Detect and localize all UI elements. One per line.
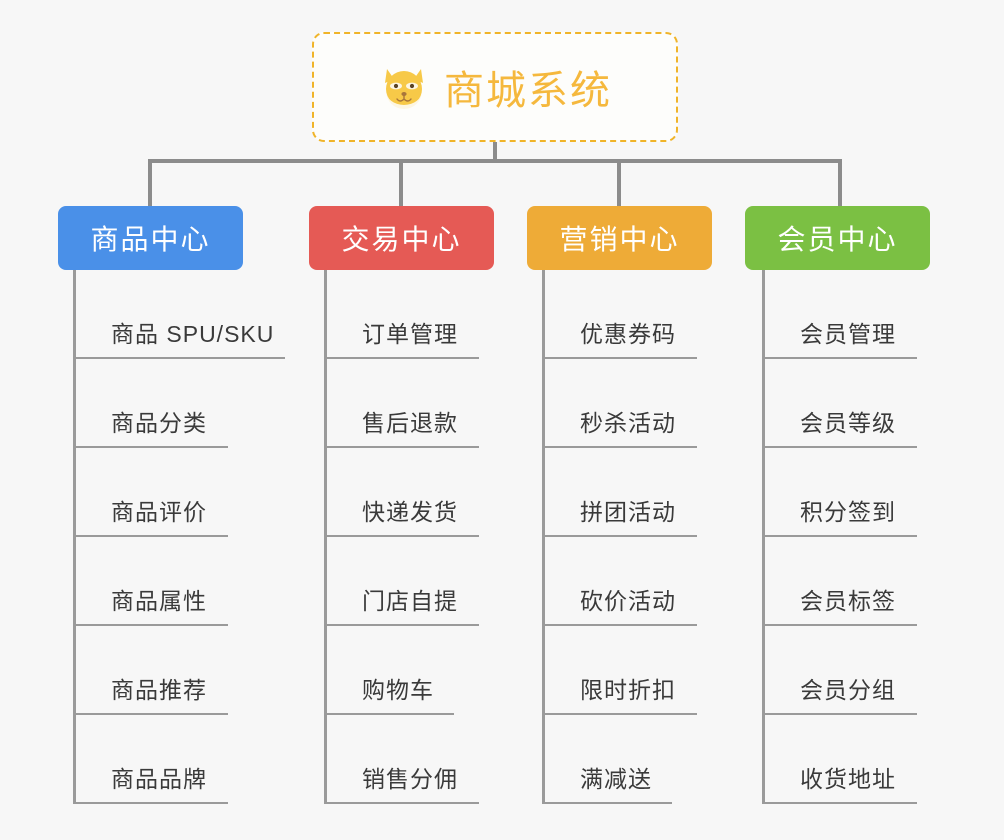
- leaf-item[interactable]: 商品分类: [73, 359, 238, 448]
- leaf-item-label: 销售分佣: [362, 766, 458, 792]
- leaf-item-label: 商品品牌: [111, 766, 207, 792]
- leaf-item[interactable]: 会员标签: [762, 537, 927, 626]
- leaf-item-label: 快递发货: [362, 499, 458, 525]
- leaf-item-underline: [542, 713, 697, 715]
- leaf-item-underline: [762, 713, 917, 715]
- leaf-item-underline: [73, 357, 285, 359]
- connector-drop-marketing-center: [617, 159, 621, 207]
- leaf-item-underline: [542, 802, 672, 804]
- leaf-item-underline: [73, 535, 228, 537]
- leaf-item-label: 商品 SPU/SKU: [111, 321, 275, 347]
- leaf-item[interactable]: 快递发货: [324, 448, 489, 537]
- root-node[interactable]: 商城系统: [312, 32, 678, 142]
- leaf-item-label: 门店自提: [362, 588, 458, 614]
- leaf-item[interactable]: 销售分佣: [324, 715, 489, 804]
- leaf-item[interactable]: 门店自提: [324, 537, 489, 626]
- leaf-item-label: 售后退款: [362, 410, 458, 436]
- leaf-spine: [324, 270, 327, 804]
- leaf-item-label: 限时折扣: [580, 677, 676, 703]
- category-box-product-center[interactable]: 商品中心: [58, 206, 243, 270]
- leaf-item[interactable]: 售后退款: [324, 359, 489, 448]
- category-label: 商品中心: [90, 224, 211, 255]
- leaf-item-label: 优惠券码: [580, 321, 676, 347]
- leaf-item-underline: [542, 535, 697, 537]
- leaf-item-label: 秒杀活动: [580, 410, 676, 436]
- leaf-item-underline: [324, 535, 479, 537]
- leaf-spine: [542, 270, 545, 804]
- category-label: 交易中心: [341, 224, 462, 255]
- category-label: 营销中心: [559, 224, 680, 255]
- leaf-item-underline: [762, 357, 917, 359]
- leaf-item[interactable]: 会员等级: [762, 359, 927, 448]
- leaf-item-label: 积分签到: [800, 499, 896, 525]
- leaf-item[interactable]: 砍价活动: [542, 537, 707, 626]
- category-box-trade-center[interactable]: 交易中心: [309, 206, 494, 270]
- root-title: 商城系统: [444, 69, 612, 113]
- leaf-item[interactable]: 秒杀活动: [542, 359, 707, 448]
- leaf-item[interactable]: 积分签到: [762, 448, 927, 537]
- leaf-item-label: 会员等级: [800, 410, 896, 436]
- connector-drop-member-center: [838, 159, 842, 207]
- leaf-item-label: 商品属性: [111, 588, 207, 614]
- leaf-item[interactable]: 商品评价: [73, 448, 238, 537]
- leaf-item-underline: [324, 357, 479, 359]
- leaf-item-label: 会员标签: [800, 588, 896, 614]
- leaf-item[interactable]: 会员管理: [762, 270, 927, 359]
- leaf-item-underline: [73, 624, 228, 626]
- category-box-member-center[interactable]: 会员中心: [745, 206, 930, 270]
- category-label: 会员中心: [777, 224, 898, 255]
- leaf-item-underline: [324, 713, 454, 715]
- leaf-item[interactable]: 满减送: [542, 715, 682, 804]
- category-box-marketing-center[interactable]: 营销中心: [527, 206, 712, 270]
- leaf-item-underline: [542, 624, 697, 626]
- leaf-item[interactable]: 收货地址: [762, 715, 927, 804]
- connector-drop-trade-center: [399, 159, 403, 207]
- leaf-item[interactable]: 商品属性: [73, 537, 238, 626]
- leaf-item-underline: [542, 446, 697, 448]
- leaf-item-label: 商品分类: [111, 410, 207, 436]
- leaf-item-underline: [762, 446, 917, 448]
- leaf-item-underline: [762, 535, 917, 537]
- leaf-item[interactable]: 会员分组: [762, 626, 927, 715]
- leaf-item-label: 满减送: [580, 766, 652, 792]
- leaf-item[interactable]: 限时折扣: [542, 626, 707, 715]
- leaf-item-underline: [762, 802, 917, 804]
- leaf-item[interactable]: 购物车: [324, 626, 464, 715]
- leaf-item[interactable]: 优惠券码: [542, 270, 707, 359]
- leaf-item-underline: [542, 357, 697, 359]
- leaf-item-label: 会员管理: [800, 321, 896, 347]
- leaf-item[interactable]: 订单管理: [324, 270, 489, 359]
- leaf-item-underline: [73, 446, 228, 448]
- leaf-spine: [73, 270, 76, 804]
- leaf-item-label: 收货地址: [800, 766, 896, 792]
- leaf-item-label: 会员分组: [800, 677, 896, 703]
- connector-horizontal-bus: [148, 159, 842, 163]
- leaf-item-label: 商品推荐: [111, 677, 207, 703]
- leaf-item-label: 拼团活动: [580, 499, 676, 525]
- connector-root-stub: [493, 142, 497, 162]
- leaf-item[interactable]: 商品推荐: [73, 626, 238, 715]
- dog-face-icon: [378, 61, 430, 113]
- leaf-item-underline: [324, 624, 479, 626]
- leaf-item-underline: [324, 802, 479, 804]
- leaf-item-underline: [73, 713, 228, 715]
- leaf-item-label: 订单管理: [362, 321, 458, 347]
- connector-drop-product-center: [148, 159, 152, 207]
- leaf-spine: [762, 270, 765, 804]
- leaf-item-label: 砍价活动: [580, 588, 676, 614]
- leaf-item[interactable]: 商品品牌: [73, 715, 238, 804]
- leaf-item-underline: [324, 446, 479, 448]
- leaf-item-underline: [73, 802, 228, 804]
- leaf-item[interactable]: 拼团活动: [542, 448, 707, 537]
- leaf-item-label: 商品评价: [111, 499, 207, 525]
- leaf-item-label: 购物车: [362, 677, 434, 703]
- leaf-item-underline: [762, 624, 917, 626]
- leaf-item[interactable]: 商品 SPU/SKU: [73, 270, 295, 359]
